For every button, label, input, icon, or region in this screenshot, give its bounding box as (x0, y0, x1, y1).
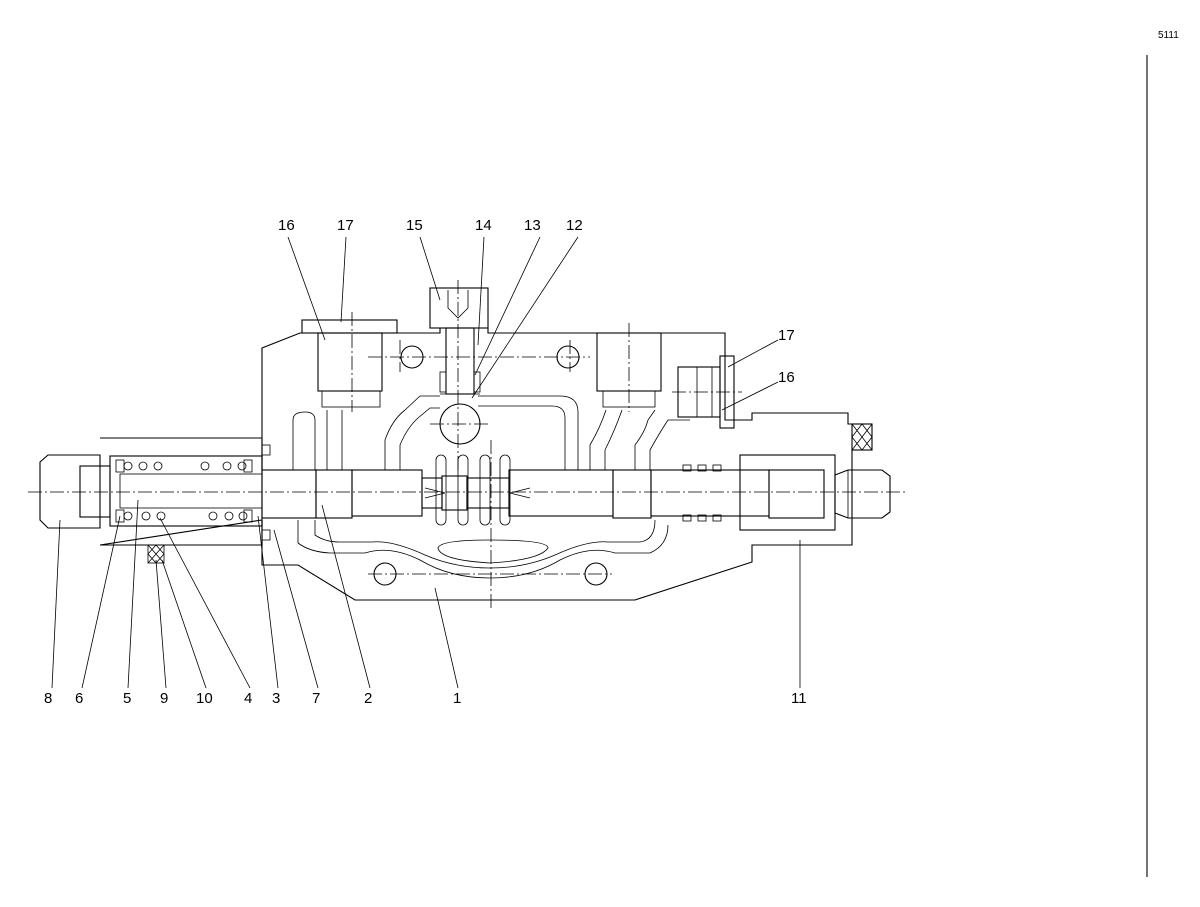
port-passage-right (589, 409, 607, 470)
right-spring-seat-top (243, 459, 253, 473)
port-passage-center-arch (478, 395, 579, 470)
part-label-14: 14 (475, 217, 492, 234)
body-core-contour-inner (314, 519, 656, 569)
part-label-13: 13 (524, 217, 541, 234)
port-passage-center-arch-b (478, 405, 566, 470)
port-passage-far-right-b (649, 419, 690, 470)
part-label-17-left: 17 (337, 217, 354, 234)
right-spring-seat-bottom (243, 509, 253, 523)
left-port-plug-thread (321, 390, 381, 408)
left-cover-bolt-top (261, 444, 271, 456)
spool-notch-2 (457, 454, 469, 526)
body-core-contour (297, 520, 669, 579)
relief-valve-poppet (445, 327, 475, 395)
part-label-10: 10 (196, 690, 213, 707)
sheet-number: 5111 (1158, 30, 1179, 41)
right-cap-housing (739, 454, 836, 531)
left-spring-coils (123, 461, 248, 521)
part-label-3: 3 (272, 690, 280, 707)
port-passage-left-slot-2 (326, 410, 343, 470)
spool-check-arrow-left (424, 487, 446, 499)
part-label-16-right: 16 (778, 369, 795, 386)
right-end-nut (834, 469, 891, 519)
relief-valve-cap-hex (447, 290, 469, 319)
port-passage-left-b (399, 407, 440, 470)
left-port-plug (317, 332, 383, 392)
spool-notch-3 (479, 454, 491, 526)
left-cover-bolt-bottom (261, 529, 271, 541)
valve-body (261, 327, 853, 601)
port-passage-far-right (634, 409, 656, 470)
spool-groove-1 (421, 477, 443, 509)
port-passage-left (384, 395, 440, 470)
part-label-6: 6 (75, 690, 83, 707)
spool-notch-1 (435, 454, 447, 526)
left-cap-plug (79, 465, 111, 518)
port-passage-right-b (604, 409, 623, 470)
spool-notch-4 (499, 454, 511, 526)
part-label-7: 7 (312, 690, 320, 707)
spool-end-left (261, 469, 317, 519)
part-label-17-right: 17 (778, 327, 795, 344)
left-end-cap (39, 454, 101, 529)
spool-land-1 (315, 469, 353, 519)
port-passage-left-slot (292, 411, 316, 470)
part-label-9: 9 (160, 690, 168, 707)
part-label-2: 2 (364, 690, 372, 707)
right-cap-plug (768, 469, 825, 519)
leader-lines (51, 236, 801, 689)
right-spring-coils (682, 464, 722, 522)
spool-groove-2 (466, 477, 510, 509)
part-label-8: 8 (44, 690, 52, 707)
body-inner-cavity (437, 539, 549, 564)
part-label-1: 1 (453, 690, 461, 707)
part-label-11: 11 (791, 690, 807, 707)
left-name-plate-hatch (147, 544, 165, 564)
spool-check-arrow-right (509, 487, 531, 499)
part-label-16-left: 16 (278, 217, 295, 234)
relief-valve-seal-left (439, 371, 447, 393)
left-spring-guide (119, 473, 263, 509)
left-spring-seat-top (115, 459, 125, 473)
part-label-15: 15 (406, 217, 423, 234)
spool-end-right (650, 469, 770, 517)
left-port-cap (301, 319, 398, 334)
right-name-plate-hatch (851, 423, 873, 451)
relief-valve-seal-right (473, 371, 481, 393)
part-label-5: 5 (123, 690, 131, 707)
spool-land-2 (351, 469, 423, 517)
part-label-12: 12 (566, 217, 583, 234)
left-spring-cover (99, 437, 263, 546)
part-label-4: 4 (244, 690, 252, 707)
spool-land-5 (612, 469, 652, 519)
spool-land-4 (508, 469, 614, 517)
